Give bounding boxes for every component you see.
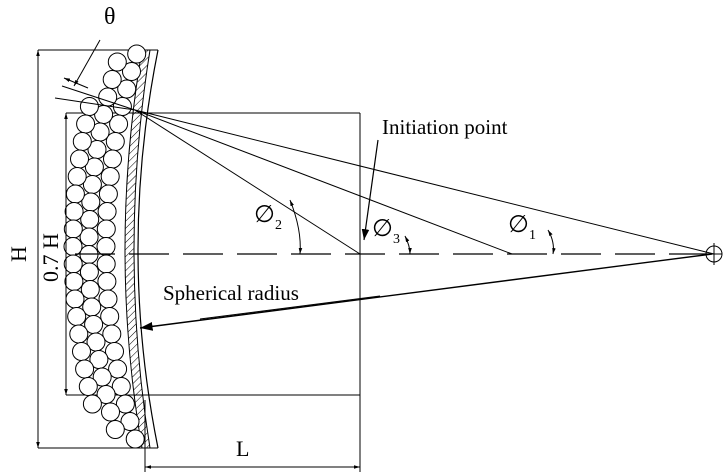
dim-H-label: H — [6, 246, 31, 262]
ball — [120, 412, 140, 431]
ball — [80, 280, 100, 299]
dim-L-label: L — [236, 436, 249, 461]
ball — [98, 289, 118, 309]
ball — [100, 167, 120, 186]
theta-arrows — [63, 39, 101, 89]
ball — [64, 202, 84, 221]
ball — [96, 385, 116, 404]
ball — [103, 149, 122, 169]
ball — [65, 289, 85, 309]
dimension-L — [144, 395, 361, 472]
phi3-symbol: ∅ — [372, 216, 393, 242]
ball — [105, 420, 125, 439]
phi2-subscript: 2 — [275, 218, 282, 233]
ball — [122, 62, 141, 81]
ball — [127, 44, 147, 64]
ball — [67, 167, 87, 186]
ball — [97, 202, 117, 221]
ball — [63, 219, 83, 239]
ball — [79, 227, 99, 247]
initiation-point-arrow — [361, 139, 379, 241]
detonation-rays — [54, 85, 715, 255]
ball — [82, 394, 102, 414]
ball-layer — [63, 44, 147, 449]
ball — [96, 254, 116, 274]
ball — [115, 394, 135, 414]
spherical-radius-arrow — [139, 253, 713, 331]
spherical-radius-arrow-shadow — [199, 295, 381, 320]
ball — [67, 307, 87, 326]
phi2-symbol: ∅ — [254, 202, 275, 228]
sphere-center-marker — [704, 243, 723, 265]
ball — [96, 219, 116, 239]
ball — [100, 307, 120, 326]
ball — [72, 132, 92, 151]
ball — [78, 377, 98, 396]
dim-07H-label: 0.7 H — [38, 233, 63, 282]
ball — [117, 79, 137, 99]
spherical-radius-label: Spherical radius — [163, 281, 299, 305]
ball — [102, 70, 122, 89]
ball — [70, 149, 89, 169]
ball — [69, 324, 89, 344]
ball — [101, 402, 120, 422]
ball — [63, 254, 83, 274]
ball — [107, 52, 127, 72]
ball — [125, 429, 145, 449]
liner-hatch-band — [124, 49, 151, 449]
phi1-symbol: ∅ — [508, 212, 529, 238]
phi1-arc — [547, 229, 556, 255]
ball — [72, 342, 91, 361]
ball — [64, 272, 84, 291]
ball — [98, 184, 118, 204]
phi2-label: ∅ 2 — [254, 202, 282, 233]
ball — [102, 324, 122, 344]
phi1-label: ∅ 1 — [508, 212, 536, 243]
ball — [76, 114, 96, 134]
ball — [79, 262, 99, 282]
spherical-face-curve — [137, 49, 159, 449]
phi2-arc — [289, 199, 303, 255]
phi3-arc — [404, 235, 412, 255]
ball — [75, 359, 95, 379]
phi3-label: ∅ 3 — [372, 216, 400, 247]
ball — [65, 184, 85, 204]
ball — [79, 97, 99, 116]
phi1-subscript: 1 — [529, 228, 536, 243]
ball — [97, 272, 117, 291]
theta-label: θ — [104, 4, 116, 30]
ball — [63, 237, 83, 256]
phi3-subscript: 3 — [393, 232, 400, 247]
ball — [96, 237, 116, 256]
initiation-point-label: Initiation point — [382, 115, 508, 139]
